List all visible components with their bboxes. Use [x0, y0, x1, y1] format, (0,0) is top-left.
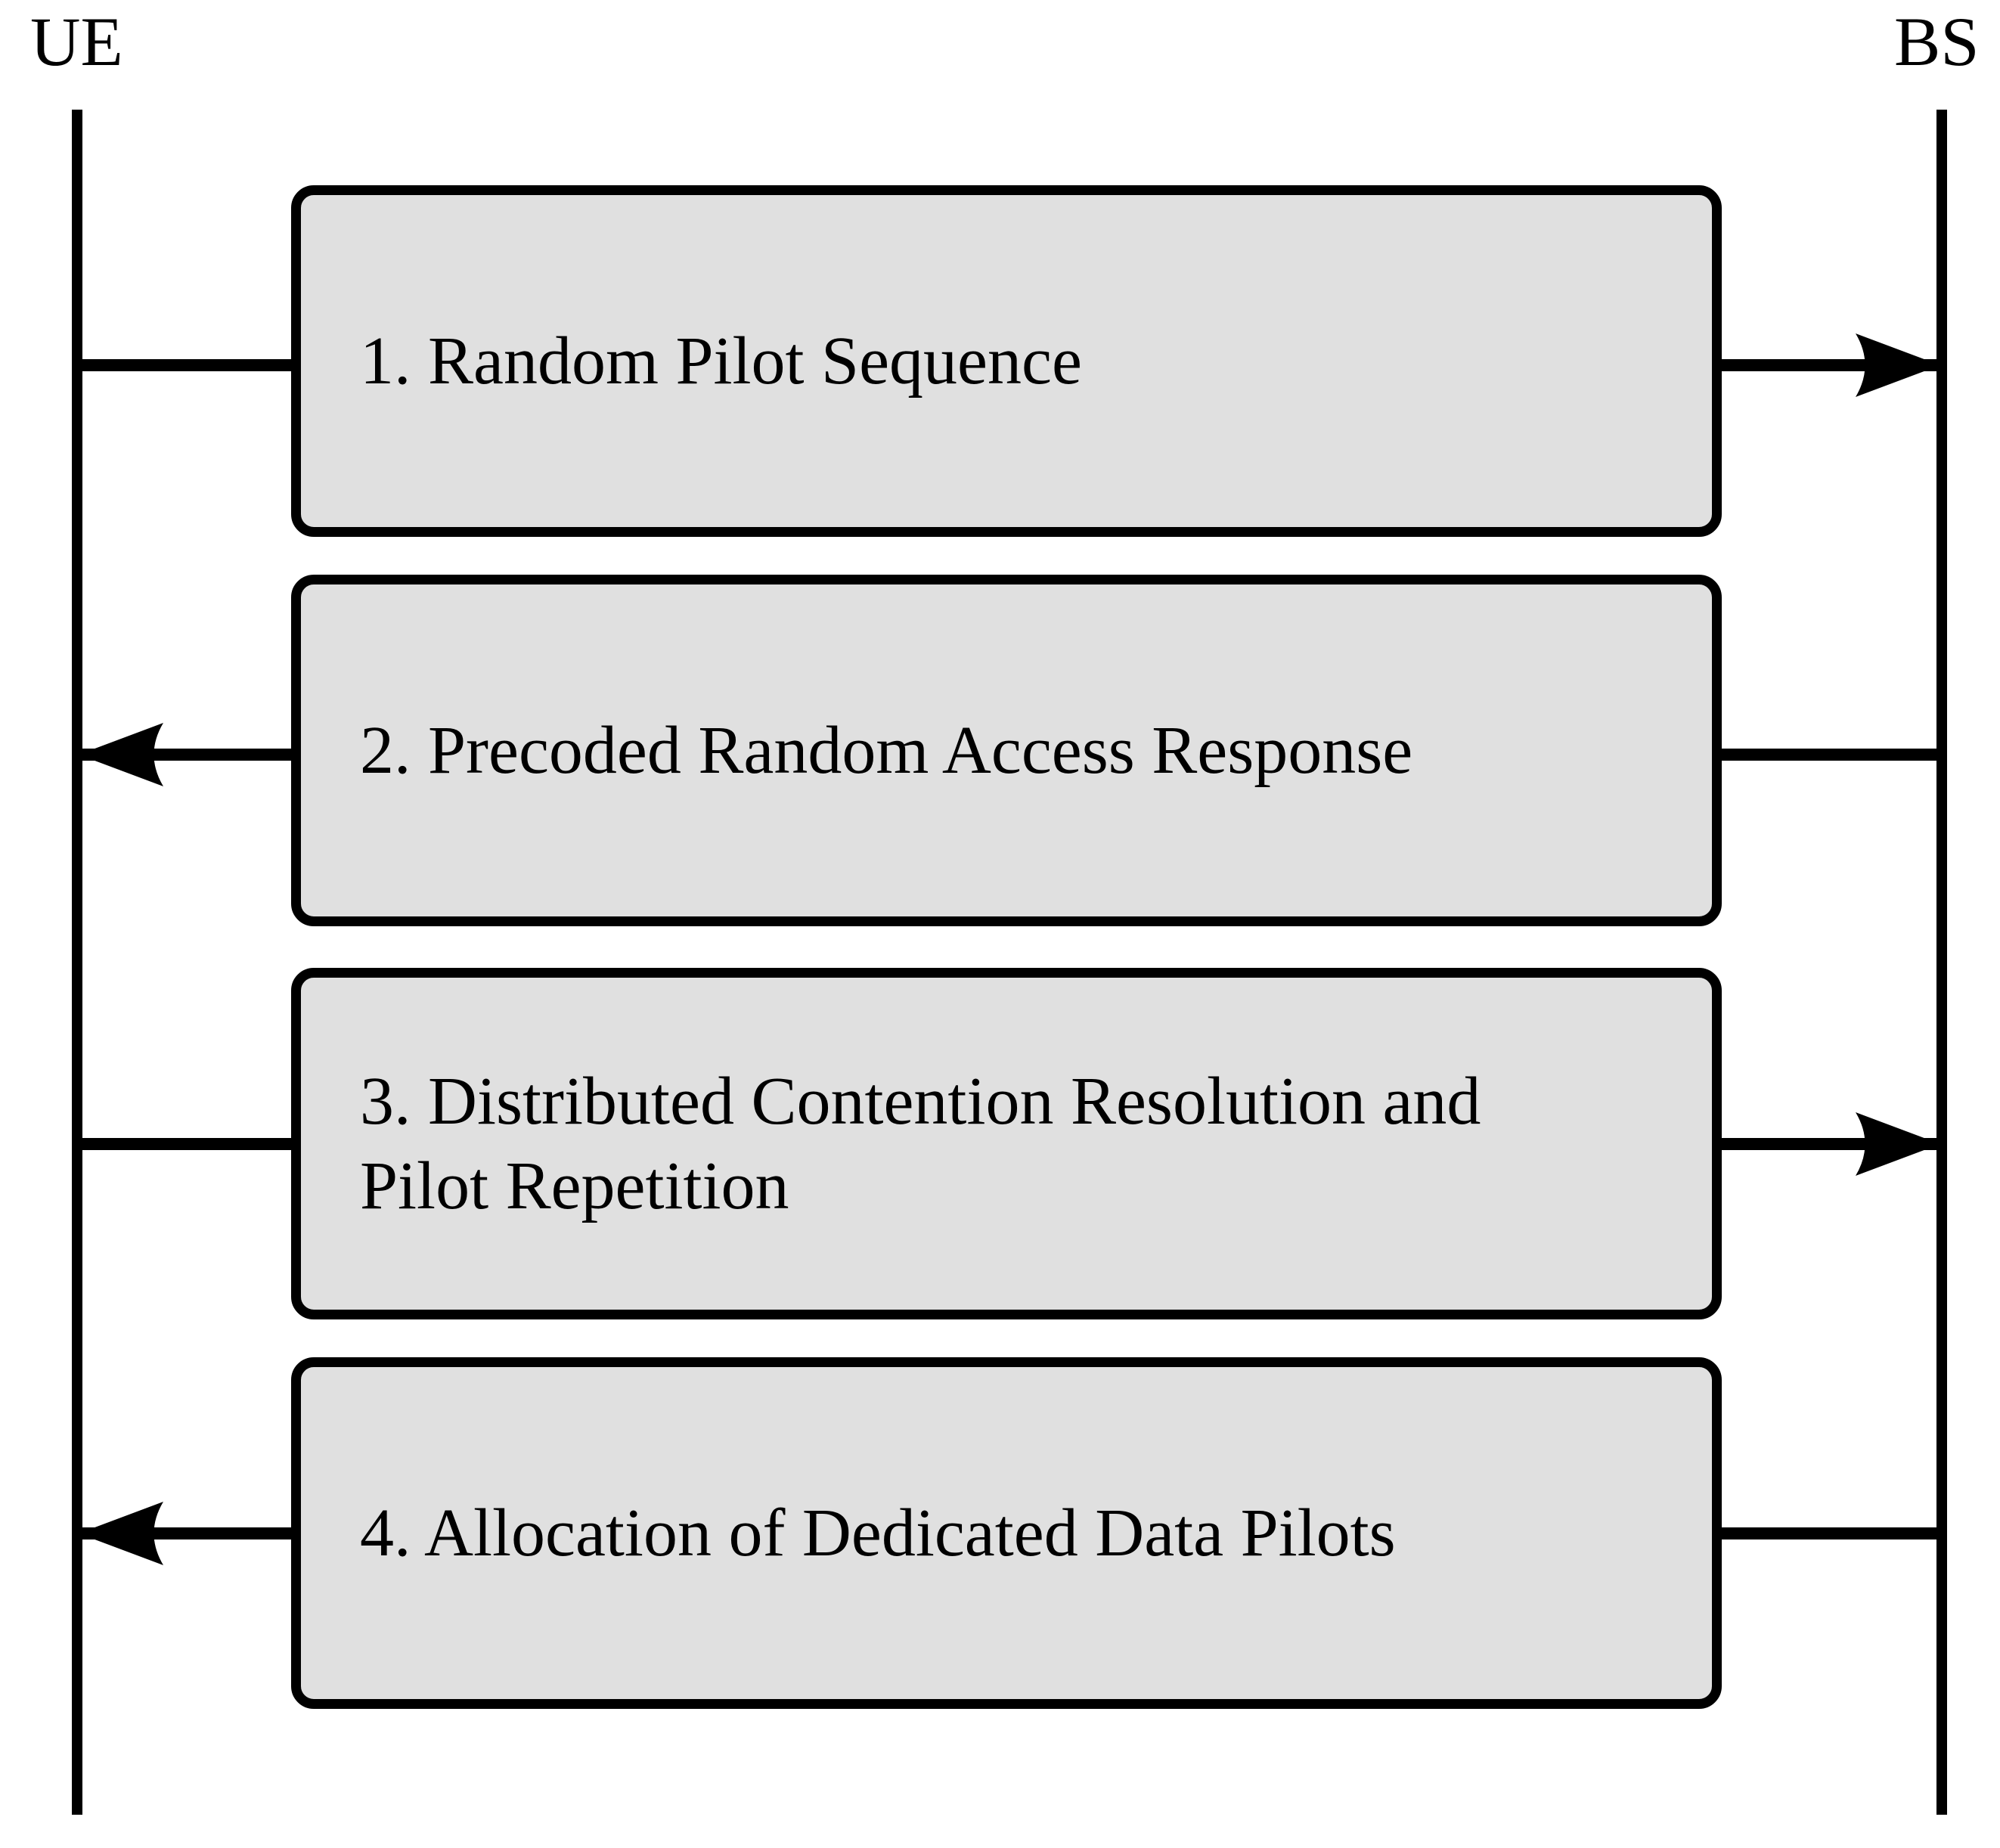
ue-lifeline: [72, 110, 82, 1815]
bs-lifeline: [1936, 110, 1947, 1815]
actor-label-ue: UE: [30, 3, 123, 80]
message-1-line-left-segment: [76, 359, 295, 371]
message-box-2: 2. Precoded Random Access Response: [291, 575, 1722, 926]
arrowhead-left-icon: [79, 1502, 163, 1565]
message-box-3: 3. Distributed Contention Resolution and…: [291, 968, 1722, 1319]
arrowhead-left-icon: [79, 723, 163, 786]
arrowhead-right-icon: [1856, 333, 1940, 397]
message-box-4: 4. Allocation of Dedicated Data Pilots: [291, 1357, 1722, 1709]
arrowhead-right-icon: [1856, 1112, 1940, 1176]
message-3-line-left-segment: [76, 1138, 295, 1150]
message-4-line-right-segment: [1718, 1527, 1939, 1539]
actor-label-bs: BS: [1894, 3, 1980, 80]
message-2-line-right-segment: [1718, 749, 1939, 761]
message-label: 3. Distributed Contention Resolution and…: [360, 1063, 1481, 1223]
message-label: 1. Random Pilot Sequence: [360, 323, 1082, 398]
message-label: 2. Precoded Random Access Response: [360, 712, 1413, 788]
message-label: 4. Allocation of Dedicated Data Pilots: [360, 1495, 1396, 1570]
message-box-1: 1. Random Pilot Sequence: [291, 185, 1722, 537]
